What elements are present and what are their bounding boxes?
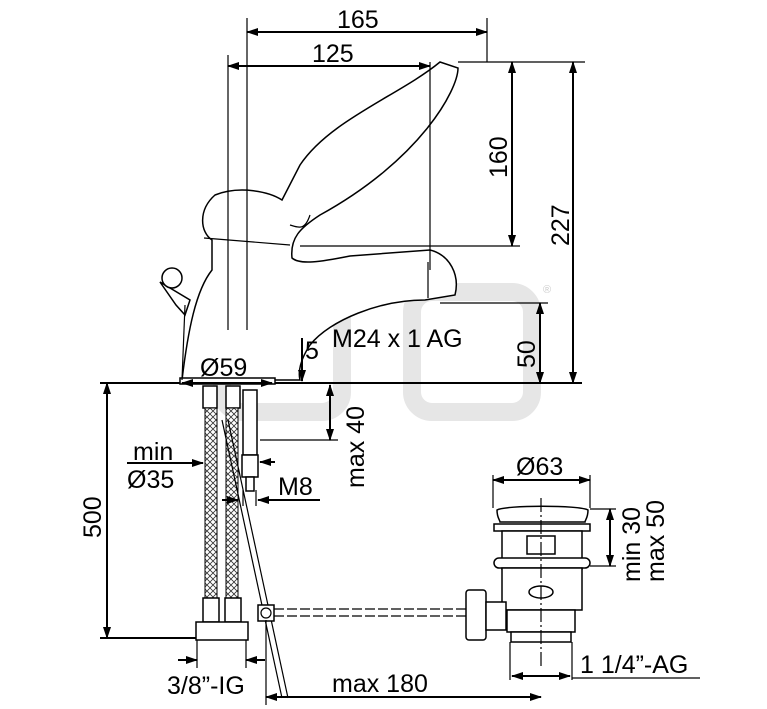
dim-227: 227: [547, 204, 575, 246]
thread-spout-label: M24 x 1 AG: [332, 325, 463, 353]
drain-valve: [465, 498, 591, 668]
hole-diameter-label: Ø35: [127, 466, 174, 494]
dim-165: 165: [337, 6, 379, 34]
drain-min-label: min 30: [618, 507, 646, 582]
supply-hoses: [195, 385, 470, 699]
dim-500: 500: [79, 496, 107, 538]
drain-thread-label: 1 1/4”-AG: [580, 651, 688, 679]
dim-5: 5: [305, 337, 319, 365]
hole-min-label: min: [133, 438, 173, 466]
drain-max-label: max 50: [642, 500, 670, 582]
dim-125: 125: [312, 40, 354, 68]
dim-50: 50: [513, 340, 541, 368]
hose-connection-label: 3/8”-IG: [167, 672, 245, 700]
dim-max-180: max 180: [332, 670, 428, 698]
registered-mark: ®: [543, 284, 551, 296]
dim-160: 160: [485, 136, 513, 178]
dim-base-diameter: Ø59: [200, 354, 247, 382]
stud-thread-label: M8: [278, 473, 313, 501]
dim-drain-diameter: Ø63: [516, 453, 563, 481]
dimension-lines: [103, 18, 700, 705]
dim-max-40: max 40: [342, 406, 370, 488]
